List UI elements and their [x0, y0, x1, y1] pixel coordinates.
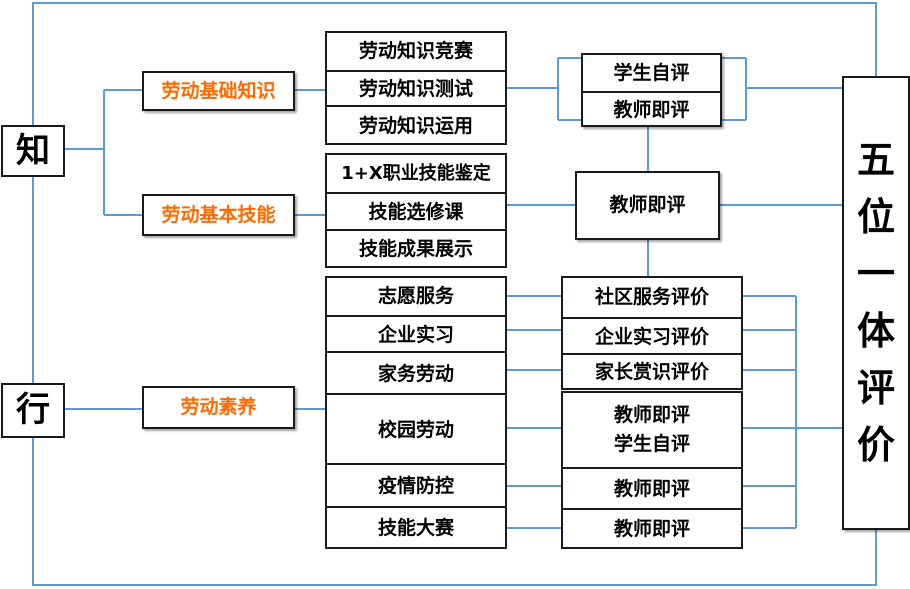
knowledge-eval-group: 学生自评 教师即评 — [581, 53, 722, 127]
knowledge-item: 劳动知识测试 — [327, 70, 505, 107]
zhi-label: 知 — [1, 125, 65, 177]
category-literacy: 劳动素养 — [142, 386, 295, 429]
final-char: 评 — [856, 366, 895, 410]
five-in-one-evaluation-box: 五 位 一 体 评 价 — [842, 76, 910, 530]
campus-eval-cell: 教师即评 学生自评 — [563, 393, 741, 467]
knowledge-eval-to-right — [722, 57, 842, 121]
literacy-eval-group: 社区服务评价 企业实习评价 家长赏识评价 — [561, 276, 743, 390]
skill-item: 1+X职业技能鉴定 — [341, 162, 491, 184]
literacy-eval-item: 家长赏识评价 — [563, 353, 741, 390]
outer-frame-bottom — [32, 438, 877, 586]
contest-eval-cell: 教师即评 — [563, 508, 741, 549]
category-basic-knowledge: 劳动基础知识 — [142, 71, 295, 111]
knowledge-item: 劳动知识竞赛 — [358, 40, 473, 63]
literacy-items-group: 志愿服务 企业实习 家务劳动 校园劳动 疫情防控 技能大赛 — [325, 276, 507, 549]
literacy-item: 技能大赛 — [327, 506, 505, 549]
outer-frame-top — [32, 2, 877, 126]
campus-eval-line: 学生自评 — [613, 433, 690, 455]
final-char: 体 — [856, 309, 895, 353]
zhi-branch — [65, 89, 142, 216]
skills-eval-box: 教师即评 — [575, 171, 720, 240]
literacy-item: 企业实习 — [327, 315, 505, 353]
knowledge-items-to-eval — [507, 57, 581, 121]
literacy-eval-lower-group: 教师即评 学生自评 教师即评 教师即评 — [561, 391, 743, 549]
skill-item: 技能选修课 — [327, 192, 505, 231]
knowledge-eval-item: 教师即评 — [583, 91, 720, 127]
campus-eval-line: 教师即评 — [613, 404, 690, 426]
literacy-eval-item: 社区服务评价 — [594, 286, 709, 309]
literacy-item: 疫情防控 — [327, 463, 505, 508]
knowledge-item: 劳动知识运用 — [327, 105, 505, 145]
knowledge-eval-item: 学生自评 — [613, 61, 690, 84]
knowledge-items-group: 劳动知识竞赛 劳动知识测试 劳动知识运用 — [325, 31, 507, 145]
final-char: 位 — [856, 195, 895, 239]
final-char: 一 — [856, 252, 895, 296]
xing-label: 行 — [1, 383, 65, 438]
final-char: 五 — [856, 138, 895, 182]
category-basic-skills: 劳动基本技能 — [142, 194, 295, 236]
literacy-eval-bus — [743, 295, 842, 529]
literacy-eval-item: 企业实习评价 — [563, 317, 741, 355]
skill-items-group: 1+X职业技能鉴定 技能选修课 技能成果展示 — [325, 153, 507, 268]
epidemic-eval-cell: 教师即评 — [563, 467, 741, 510]
literacy-item: 校园劳动 — [327, 393, 505, 465]
literacy-item-links — [507, 295, 561, 529]
literacy-item: 志愿服务 — [377, 285, 454, 308]
final-char: 价 — [856, 423, 895, 467]
literacy-item: 家务劳动 — [327, 351, 505, 395]
skill-item: 技能成果展示 — [327, 229, 505, 268]
